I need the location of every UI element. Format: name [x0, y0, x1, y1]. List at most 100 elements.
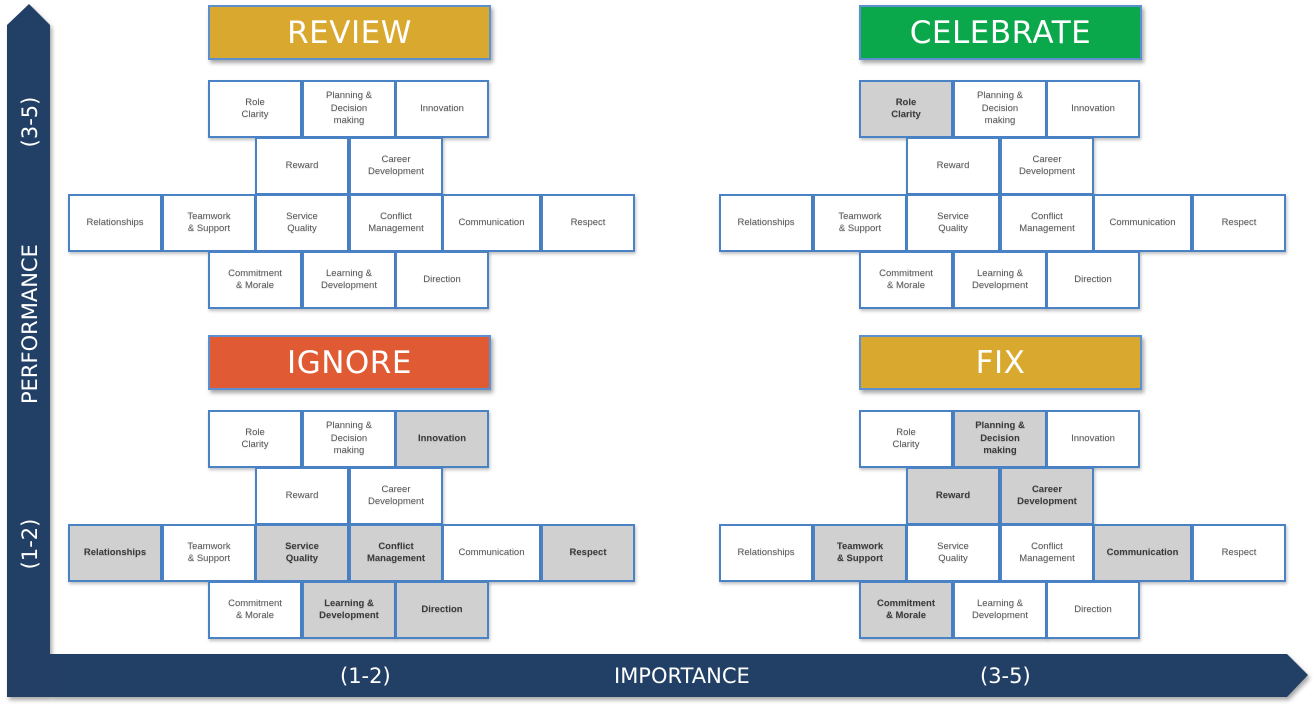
- cell-reward: Reward: [906, 137, 1000, 195]
- cell-commitment-and-morale: Commitment& Morale: [859, 251, 953, 309]
- cell-relationships: Relationships: [719, 524, 813, 582]
- quadrant-title-celebrate: CELEBRATE: [859, 5, 1142, 60]
- cell-respect: Respect: [1192, 194, 1286, 252]
- cell-reward: Reward: [255, 467, 349, 525]
- cell-label: Innovation: [417, 432, 467, 444]
- cell-label: Communication: [1106, 546, 1179, 558]
- cell-innovation: Innovation: [1046, 80, 1140, 138]
- cell-relationships: Relationships: [68, 524, 162, 582]
- performance-low-label: (1-2): [18, 518, 42, 570]
- cell-innovation: Innovation: [395, 80, 489, 138]
- cell-label: Commitment& Morale: [879, 267, 933, 292]
- cell-communication: Communication: [442, 524, 541, 582]
- cell-label: Direction: [1074, 273, 1112, 285]
- cell-label: Innovation: [1071, 432, 1115, 444]
- cell-direction: Direction: [1046, 581, 1140, 639]
- cell-respect: Respect: [541, 194, 635, 252]
- cell-label: Learning &Development: [319, 597, 379, 622]
- cell-label: Communication: [1109, 216, 1176, 228]
- cell-label: Respect: [569, 546, 607, 558]
- cell-label: Relationships: [737, 216, 795, 228]
- cell-learning-and-development: Learning &Development: [953, 581, 1047, 639]
- cell-label: Respect: [570, 216, 606, 228]
- cell-learning-and-development: Learning &Development: [302, 581, 396, 639]
- cell-label: Innovation: [420, 102, 464, 114]
- cell-label: Reward: [936, 159, 970, 171]
- cell-label: Commitment& Morale: [228, 597, 282, 622]
- cell-direction: Direction: [395, 581, 489, 639]
- cell-label: Communication: [458, 216, 525, 228]
- quadrant-title-ignore: IGNORE: [208, 335, 491, 390]
- importance-high-label: (3-5): [980, 664, 1031, 688]
- cell-communication: Communication: [442, 194, 541, 252]
- cell-label: Learning &Development: [972, 267, 1028, 292]
- performance-axis-arrow: [7, 4, 50, 697]
- cell-label: Learning &Development: [321, 267, 377, 292]
- cell-teamwork-and-support: Teamwork& Support: [813, 194, 907, 252]
- cell-label: Direction: [423, 273, 461, 285]
- cell-label: Teamwork& Support: [187, 210, 231, 235]
- cell-direction: Direction: [1046, 251, 1140, 309]
- importance-axis-arrow: [7, 640, 1308, 697]
- cell-communication: Communication: [1093, 524, 1192, 582]
- cell-commitment-and-morale: Commitment& Morale: [208, 251, 302, 309]
- cell-direction: Direction: [395, 251, 489, 309]
- cell-teamwork-and-support: Teamwork& Support: [162, 524, 256, 582]
- cell-teamwork-and-support: Teamwork& Support: [162, 194, 256, 252]
- cell-respect: Respect: [541, 524, 635, 582]
- cell-learning-and-development: Learning &Development: [953, 251, 1047, 309]
- cell-label: Reward: [935, 489, 971, 501]
- importance-axis-title: IMPORTANCE: [614, 664, 750, 688]
- cell-label: Commitment& Morale: [228, 267, 282, 292]
- cell-relationships: Relationships: [68, 194, 162, 252]
- cell-commitment-and-morale: Commitment& Morale: [208, 581, 302, 639]
- cell-label: Communication: [458, 546, 525, 558]
- cell-learning-and-development: Learning &Development: [302, 251, 396, 309]
- cell-label: Direction: [421, 603, 463, 615]
- cell-innovation: Innovation: [395, 410, 489, 468]
- cell-label: Commitment& Morale: [876, 597, 936, 622]
- cell-label: Teamwork& Support: [187, 540, 231, 565]
- cell-communication: Communication: [1093, 194, 1192, 252]
- cell-label: Teamwork& Support: [836, 540, 884, 565]
- performance-axis-title: PERFORMANCE: [18, 244, 42, 404]
- cell-label: Relationships: [737, 546, 795, 558]
- cell-relationships: Relationships: [719, 194, 813, 252]
- performance-high-label: (3-5): [18, 96, 42, 148]
- cell-innovation: Innovation: [1046, 410, 1140, 468]
